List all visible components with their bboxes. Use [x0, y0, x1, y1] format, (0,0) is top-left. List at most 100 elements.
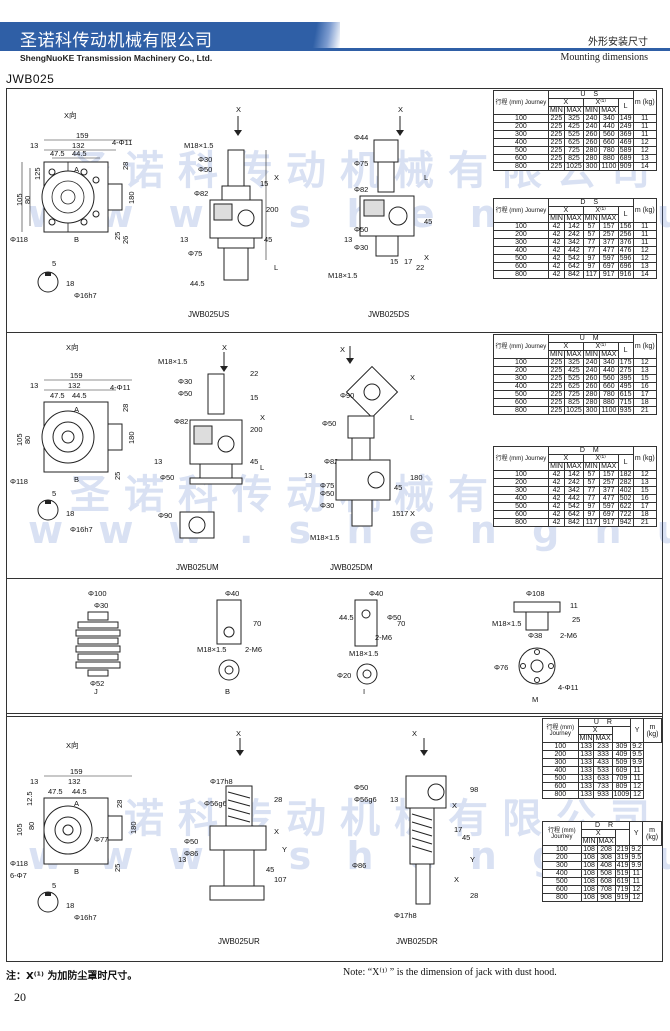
table-cell: 300	[493, 486, 549, 495]
dim-shaft-16: Φ16h7	[74, 291, 97, 300]
dim-80: 80	[23, 436, 32, 444]
dim-d40: Φ40	[225, 589, 239, 598]
dim-44: 44.5	[339, 613, 354, 622]
label-b: B	[74, 867, 79, 876]
table-cell: 500	[493, 502, 549, 511]
table-cell: 42	[547, 486, 566, 495]
table-cell: 500	[542, 774, 579, 783]
company-name-en: ShengNuoKE Transmission Machinery Co., L…	[20, 53, 213, 63]
table-cell: 600	[542, 782, 579, 791]
dim-13: 13	[30, 777, 38, 786]
table-cell: 11	[630, 766, 644, 775]
dim-25: 25	[113, 232, 122, 240]
table-cell: 21	[632, 518, 658, 527]
table-cell: 609	[611, 766, 632, 775]
dim-13: 13	[30, 141, 38, 150]
dim-70: 70	[397, 619, 405, 628]
table-cell: 809	[611, 782, 632, 791]
table-cell: 696	[617, 262, 634, 271]
table-cell: 133	[577, 782, 595, 791]
table-cell: 300	[493, 374, 549, 383]
col-stroke: 行程 (mm) Journey	[493, 334, 549, 359]
table-cell: 697	[598, 262, 619, 271]
table-cell: 917	[598, 270, 619, 279]
company-name-cn: 圣诺科传动机械有限公司	[20, 31, 213, 51]
table-type-label: D M	[547, 446, 634, 455]
table-cell: 608	[596, 877, 616, 886]
table-cell: 242	[564, 478, 584, 487]
caption-ds: JWB025DS	[368, 310, 410, 319]
table-cell: 280	[582, 390, 601, 399]
table-cell: 908	[596, 893, 616, 902]
table-cell: 400	[493, 382, 549, 391]
table-cell: 500	[493, 146, 549, 155]
table-cell: 377	[598, 238, 619, 247]
dim-12-5: 12.5	[25, 791, 34, 806]
table-cell: 508	[596, 869, 616, 878]
dim-15: 15	[260, 179, 268, 188]
table-cell: 13	[632, 262, 658, 271]
table-cell: 108	[580, 869, 598, 878]
dim-132: 132	[68, 381, 81, 390]
jwb025um-drawing: X M18×1.5 Φ30 Φ50 Φ82 Φ50 13 22 15 200 X…	[154, 343, 265, 539]
table-cell: 42	[547, 270, 566, 279]
table-cell: 108	[580, 845, 598, 854]
table-cell: 633	[593, 774, 613, 783]
table-cell: 12	[632, 358, 658, 367]
table-cell: 77	[582, 494, 600, 503]
table-cell: 719	[614, 885, 631, 894]
dim-80: 80	[27, 822, 36, 830]
table-cell: 142	[564, 470, 584, 479]
table-type-label: D S	[547, 198, 634, 207]
table-cell: 525	[563, 130, 584, 139]
table-cell: 400	[493, 494, 549, 503]
dim-x-ds: X	[424, 253, 429, 262]
dim-y: Y	[282, 845, 287, 854]
table-cell: 12	[629, 893, 644, 902]
table-cell: 377	[598, 486, 619, 495]
x-arrow-label: X	[236, 105, 241, 114]
table-cell: 249	[617, 122, 634, 131]
table-cell: 100	[493, 222, 549, 231]
table-cell: 600	[542, 885, 582, 894]
label-a: A	[74, 405, 79, 414]
col-mass: m (kg)	[632, 334, 658, 359]
dim-d52: Φ52	[90, 679, 104, 688]
dim-d75: Φ75	[188, 249, 202, 258]
table-cell: 300	[542, 861, 582, 870]
top-view-drawing: X向 159 132 13 47.5 44.5 A B 105 80 12.5 …	[10, 740, 138, 922]
table-cell: 9.5	[629, 853, 644, 862]
table-cell: 18	[632, 398, 658, 407]
table-cell: 42	[547, 262, 566, 271]
table-cell: 9.5	[630, 750, 644, 759]
table-cell: 225	[547, 366, 565, 375]
table-cell: 1025	[563, 406, 584, 415]
dim-47-5: 47.5	[50, 391, 65, 400]
table-cell: 42	[547, 470, 566, 479]
table-cell: 257	[598, 230, 619, 239]
x-arrow-label: X	[412, 729, 417, 738]
dim-118: Φ118	[10, 235, 28, 244]
table-cell: 133	[577, 774, 595, 783]
jwb025ds-drawing: X Φ44 Φ75 Φ82 Φ50 Φ30 M18×1.5 L 45 X 15 …	[328, 105, 432, 280]
table-cell: 342	[564, 238, 584, 247]
x-arrow-label: X	[398, 105, 403, 114]
table-cell: 440	[599, 122, 619, 131]
table-cell: 400	[493, 138, 549, 147]
table-cell: 275	[617, 366, 634, 375]
dim-shaft-16: Φ16h7	[74, 913, 97, 922]
dim-d82: Φ82	[324, 457, 338, 466]
table-cell: 208	[596, 845, 616, 854]
col-mass: m (kg)	[632, 198, 658, 223]
table-cell: 560	[599, 130, 619, 139]
table-cell: 542	[564, 254, 584, 263]
dim-13b: 13	[178, 855, 186, 864]
jwb025dr-drawing: X Φ50 Φ56g6 X Φ86 Φ17h8 98 17 45 Y X 28 …	[352, 729, 478, 920]
table-cell: 708	[596, 885, 616, 894]
table-cell: 42	[547, 222, 566, 231]
